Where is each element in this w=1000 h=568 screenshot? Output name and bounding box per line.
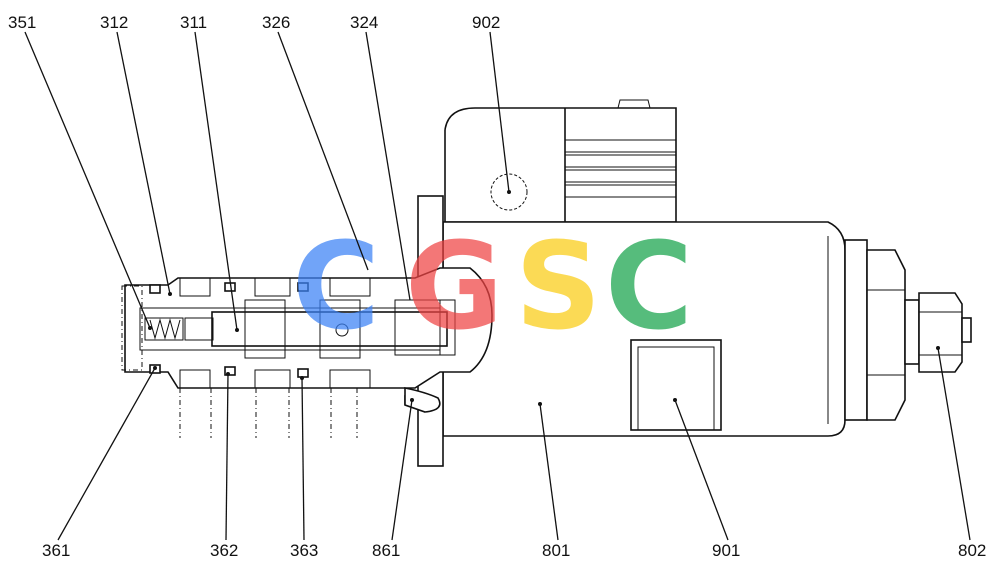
watermark-letter-s: S	[515, 218, 601, 357]
label-362: 362	[210, 541, 238, 560]
part-labels: 351 312 311 326 324 902 361 362 363 861 …	[8, 13, 986, 560]
label-361: 361	[42, 541, 70, 560]
label-363: 363	[290, 541, 318, 560]
label-311: 311	[180, 13, 207, 32]
watermark-letter-c1: C	[292, 218, 380, 357]
label-324: 324	[350, 13, 378, 32]
label-802: 802	[958, 541, 986, 560]
watermark-letter-g: G	[405, 218, 504, 357]
end-nut	[844, 239, 972, 421]
leader-lines	[24, 31, 971, 541]
label-861: 861	[372, 541, 400, 560]
watermark: C G S C	[292, 218, 693, 357]
label-901: 901	[712, 541, 740, 560]
label-902: 902	[472, 13, 500, 32]
label-312: 312	[100, 13, 128, 32]
label-351: 351	[8, 13, 36, 32]
label-801: 801	[542, 541, 570, 560]
watermark-letter-c2: C	[605, 218, 693, 357]
label-326: 326	[262, 13, 290, 32]
valve-cartridge	[121, 267, 493, 438]
